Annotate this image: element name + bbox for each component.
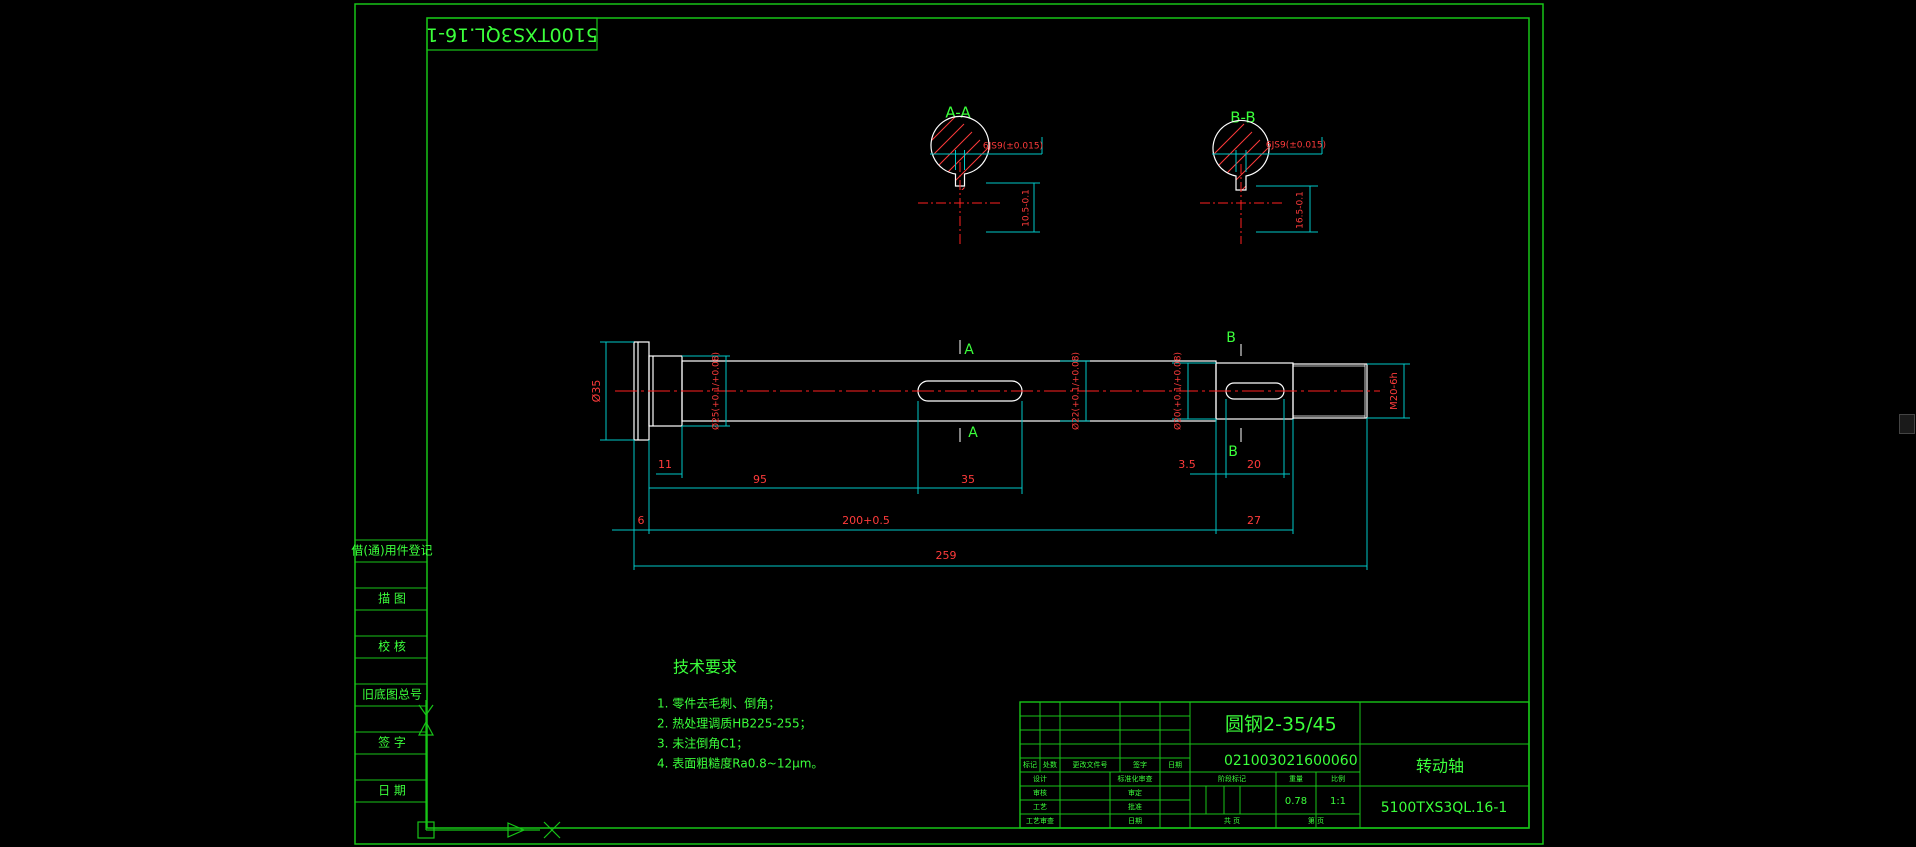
vertical-scrollbar[interactable] [1899, 0, 1916, 847]
section-aa: A-A 6JS9(±0.015) 10.5-0.1 [918, 104, 1043, 244]
left-col-item-5: 签 字 [378, 735, 406, 750]
left-binding-column: 借(通)用件登记 描 图 校 核 旧底图总号 签 字 日 期 [351, 539, 433, 803]
title-weight: 0.78 [1285, 796, 1307, 807]
tb-mark-label-1: 标记 [1023, 760, 1037, 769]
tb-sheet-total: 共 页 [1224, 816, 1240, 825]
tech-req-item-1: 1. 零件去毛刺、倒角； [657, 697, 780, 711]
title-scale: 1:1 [1330, 796, 1346, 807]
tech-req-item-3: 3. 未注倒角C1； [657, 736, 748, 751]
dim-l6: 6 [638, 514, 645, 527]
section-bb: B-B 6JS9(±0.015) 16.5-0.1 [1200, 109, 1326, 244]
dim-l3-5: 3.5 [1178, 458, 1196, 471]
drawing-number-tab: 5100TXS3QL.16-1 [426, 17, 598, 51]
tb-check-label-1: 标准化审查 [1118, 774, 1153, 783]
tb-role-label-1: 设计 [1033, 774, 1047, 783]
tech-req-title: 技术要求 [673, 658, 737, 677]
aa-depth-dim: 10.5-0.1 [1022, 189, 1032, 227]
section-bb-label: B-B [1230, 109, 1255, 127]
tb-check-label-2: 审定 [1128, 788, 1142, 797]
length-dimensions [612, 399, 1368, 570]
ucs-icon [417, 700, 561, 839]
aa-width-dim: 6JS9(±0.015) [983, 142, 1043, 152]
left-col-item-6: 日 期 [378, 784, 406, 798]
scrollbar-thumb[interactable] [1899, 414, 1915, 434]
dim-l200: 200+0.5 [842, 514, 890, 527]
tb-mark-label-3: 更改文件号 [1073, 760, 1108, 769]
tb-mark-label-2: 处数 [1043, 760, 1057, 769]
dim-d20: Ø20(+0.1/+0.08) [1173, 352, 1184, 430]
dim-thread: M20-6h [1389, 372, 1400, 410]
dim-d35: Ø35 [590, 380, 603, 403]
tb-mark-label-5: 日期 [1168, 761, 1182, 769]
inner-frame [426, 17, 1530, 829]
tb-role-label-5: 工艺审查 [1026, 816, 1054, 825]
tb-scale-label: 比例 [1331, 774, 1345, 783]
dim-d25: Ø25(+0.1/+0.08) [711, 352, 722, 430]
dim-l35: 35 [961, 473, 975, 486]
bb-width-dim: 6JS9(±0.015) [1266, 141, 1326, 151]
tech-req-item-4: 4. 表面粗糙度Ra0.8~12μm。 [657, 756, 823, 771]
drawing-number-tab-text: 5100TXS3QL.16-1 [426, 24, 598, 46]
section-mark-a-top: A [964, 342, 974, 358]
dim-l27: 27 [1247, 514, 1261, 527]
diameter-dimensions [600, 341, 1410, 441]
tb-check-label-4: 日期 [1128, 817, 1142, 825]
title-material: 圆钢2-35/45 [1225, 714, 1337, 736]
tb-sheet-current: 第 页 [1308, 816, 1324, 825]
outer-frame [354, 3, 1544, 845]
title-part-code: 021003021600060 [1224, 753, 1358, 769]
tech-requirements: 技术要求 1. 零件去毛刺、倒角； 2. 热处理调质HB225-255； 3. … [657, 658, 823, 771]
dim-d22: Ø22(+0.1/+0.08) [1071, 352, 1082, 430]
tb-role-label-2: 审核 [1033, 788, 1047, 797]
dim-l259: 259 [936, 549, 957, 562]
section-mark-b-top: B [1226, 330, 1236, 346]
dim-l95: 95 [753, 473, 767, 486]
left-col-item-4: 旧底图总号 [362, 687, 422, 702]
section-mark-a-bottom: A [968, 425, 978, 441]
bb-depth-dim: 16.5-0.1 [1296, 191, 1306, 229]
tb-mark-label-4: 签字 [1133, 760, 1147, 769]
dim-l11: 11 [658, 458, 672, 471]
tb-role-label-3: 工艺 [1033, 803, 1047, 811]
title-part-name: 转动轴 [1416, 757, 1464, 776]
section-cut-marks [959, 340, 1242, 442]
left-col-item-2: 描 图 [378, 592, 406, 606]
left-col-item-1: 借(通)用件登记 [351, 543, 432, 558]
tb-stage-label: 阶段标记 [1218, 774, 1246, 783]
title-drawing-no: 5100TXS3QL.16-1 [1381, 800, 1508, 816]
tech-req-item-2: 2. 热处理调质HB225-255； [657, 717, 812, 731]
dim-l20: 20 [1247, 458, 1261, 471]
section-mark-b-bottom: B [1228, 444, 1238, 460]
tb-weight-label: 重量 [1289, 775, 1303, 783]
left-col-item-3: 校 核 [378, 639, 406, 654]
tb-check-label-3: 批准 [1128, 802, 1142, 811]
title-block [1019, 701, 1530, 829]
